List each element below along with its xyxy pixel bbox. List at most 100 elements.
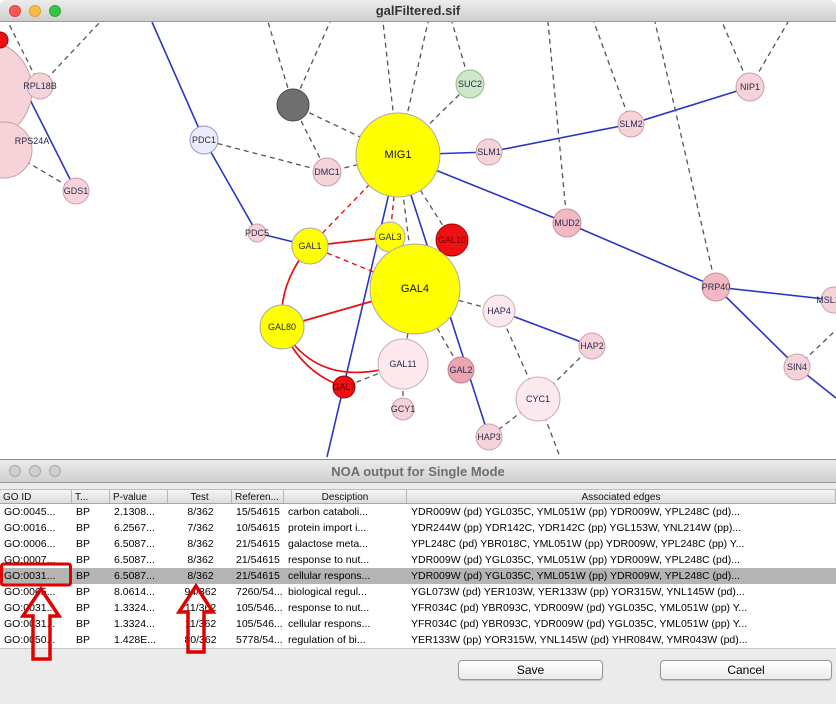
graph-node-label-gal1: GAL1 — [298, 241, 321, 251]
graph-edge-red-dash[interactable] — [309, 154, 399, 247]
graph-edge-blue[interactable] — [151, 22, 205, 141]
graph-edge-dash[interactable] — [414, 288, 462, 371]
cancel-button[interactable]: Cancel — [660, 660, 832, 680]
graph-node-slm1[interactable] — [475, 138, 503, 166]
graph-edge-blue[interactable] — [326, 154, 399, 458]
graph-node-dark-node[interactable] — [276, 88, 310, 122]
graph-node-label-gds1: GDS1 — [64, 186, 89, 196]
minimize-button[interactable] — [29, 465, 41, 477]
close-button[interactable] — [9, 4, 21, 17]
graph-node-gal80[interactable] — [259, 304, 305, 350]
graph-edge-dash[interactable] — [292, 104, 399, 156]
graph-node-pdc1[interactable] — [189, 125, 219, 155]
graph-node-mig1[interactable] — [355, 112, 441, 198]
graph-edge-blue[interactable] — [498, 310, 593, 347]
graph-node-label-gal80: GAL80 — [268, 322, 296, 332]
cell-type: BP — [76, 570, 91, 582]
graph-node-rps24a[interactable] — [0, 121, 33, 179]
graph-node-gal10[interactable] — [435, 223, 469, 257]
column-header-go-id[interactable]: GO ID — [0, 490, 72, 503]
graph-edge-dash[interactable] — [547, 22, 568, 224]
graph-edge-blue[interactable] — [566, 222, 717, 288]
cell-description: cellular respons... — [288, 618, 371, 630]
graph-edge-dash[interactable] — [593, 22, 632, 125]
graph-edge-blue[interactable] — [203, 139, 258, 234]
network-canvas[interactable]: RPS24ARPL18BGDS1PDC1DMC1MIG1SUC2SLM1SLM2… — [0, 22, 836, 459]
graph-edge-dash[interactable] — [267, 22, 294, 106]
graph-node-suc2[interactable] — [455, 69, 485, 99]
save-button[interactable]: Save — [458, 660, 603, 680]
traffic-lights-inactive — [9, 465, 61, 477]
cell-associated-edges: YPL248C (pd) YBR018C, YML051W (pp) YDR00… — [411, 538, 745, 550]
noa-window-title: NOA output for Single Mode — [331, 463, 505, 479]
column-header-reference[interactable]: Referen... — [232, 490, 284, 503]
graph-edge-dash[interactable] — [292, 22, 331, 106]
graph-node-gcy1[interactable] — [391, 397, 415, 421]
column-header-associated-edges[interactable]: Associated edges — [407, 490, 836, 503]
zoom-button[interactable] — [49, 465, 61, 477]
graph-node-sin4[interactable] — [783, 353, 811, 381]
graph-node-label-gal2: GAL2 — [449, 365, 472, 375]
graph-node-slm2[interactable] — [617, 110, 645, 138]
graph-node-label-gal10: GAL10 — [438, 235, 466, 245]
graph-edge-blue[interactable] — [715, 286, 798, 368]
graph-node-label-msl1: MSL1 — [816, 295, 836, 305]
graph-node-nip1[interactable] — [735, 72, 765, 102]
cell-test: 11/362 — [184, 618, 217, 630]
graph-edge-blue[interactable] — [715, 286, 835, 301]
column-header-test[interactable]: Test — [168, 490, 232, 503]
cell-associated-edges: YDR244W (pp) YDR142C, YDR142C (pp) YGL15… — [411, 522, 742, 534]
graph-node-mud2[interactable] — [552, 208, 582, 238]
minimize-button[interactable] — [29, 4, 41, 17]
graph-node-edge-red[interactable] — [0, 31, 9, 49]
graph-node-hap4[interactable] — [482, 294, 516, 328]
zoom-button[interactable] — [49, 4, 61, 17]
graph-node-gds1[interactable] — [62, 177, 90, 205]
graph-node-gal1[interactable] — [291, 227, 329, 265]
graph-node-msl1[interactable] — [820, 286, 836, 314]
graph-edge-dash[interactable] — [203, 139, 328, 173]
cell-p-value: 6.5087... — [114, 570, 155, 582]
graph-edge-dash[interactable] — [654, 22, 717, 288]
graph-edge-dash[interactable] — [498, 310, 539, 400]
cell-type: BP — [76, 586, 91, 598]
cell-description: response to nut... — [288, 602, 370, 614]
graph-node-pdc5[interactable] — [247, 223, 267, 243]
graph-node-gal7[interactable] — [332, 375, 356, 399]
traffic-lights — [9, 4, 61, 17]
graph-edge-dash[interactable] — [39, 22, 101, 87]
graph-node-hap2[interactable] — [578, 332, 606, 360]
column-header-type[interactable]: T... — [72, 490, 110, 503]
graph-node-gal4[interactable] — [369, 243, 461, 335]
column-header-description[interactable]: Desciption — [284, 490, 407, 503]
graph-node-cyc1[interactable] — [515, 376, 561, 422]
graph-node-gal11[interactable] — [377, 338, 429, 390]
close-button[interactable] — [9, 465, 21, 477]
column-header-p-value[interactable]: P-value — [110, 490, 168, 503]
graph-node-label-rpl18b: RPL18B — [23, 81, 57, 91]
graph-window-titlebar[interactable]: galFiltered.sif — [0, 0, 836, 22]
graph-node-hap3[interactable] — [475, 423, 503, 451]
graph-node-rpl18b[interactable] — [26, 72, 54, 100]
graph-edge-dash[interactable] — [397, 83, 471, 156]
graph-edge-blue[interactable] — [488, 123, 632, 153]
graph-node-gal2[interactable] — [447, 356, 475, 384]
cell-associated-edges: YDR009W (pd) YGL035C, YML051W (pp) YDR00… — [411, 506, 740, 518]
cell-reference: 10/54615 — [236, 522, 280, 534]
noa-window-titlebar[interactable]: NOA output for Single Mode — [0, 460, 836, 483]
graph-node-dmc1[interactable] — [312, 157, 342, 187]
graph-edge-blue[interactable] — [630, 86, 751, 125]
cell-go-id: GO:0045... — [4, 506, 56, 518]
graph-node-prp40[interactable] — [701, 272, 731, 302]
